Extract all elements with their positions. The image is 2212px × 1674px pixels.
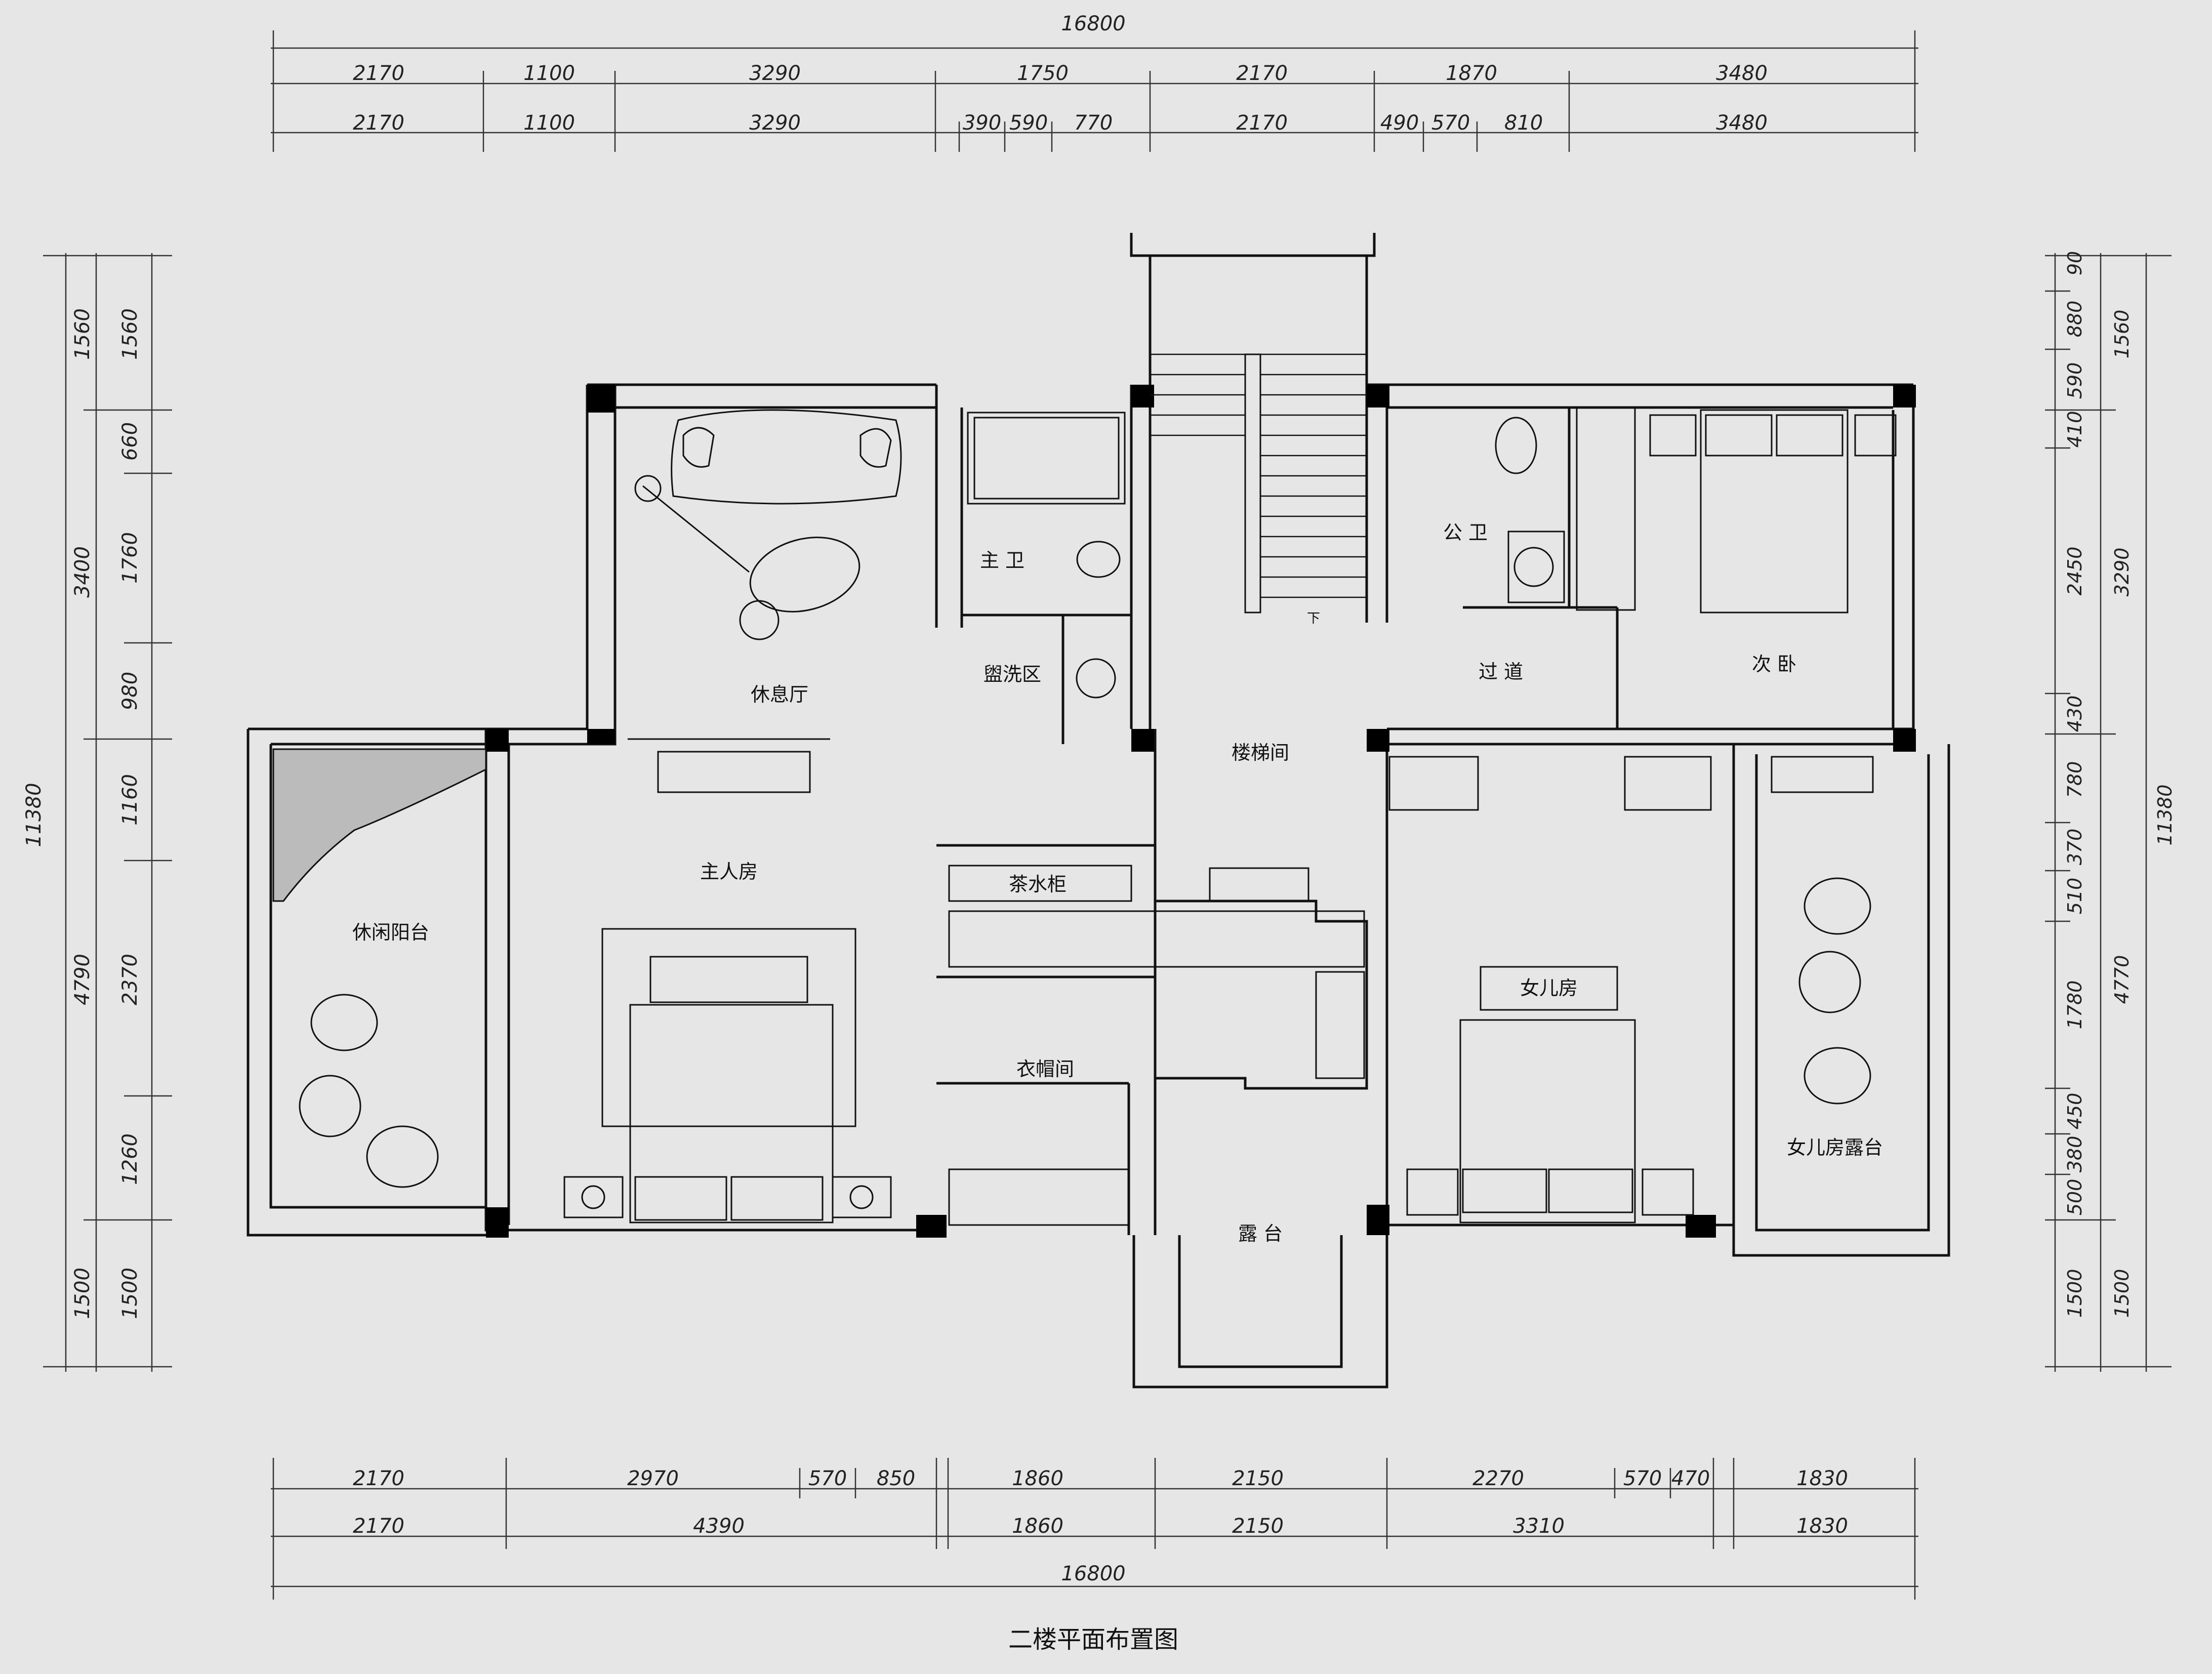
room-label-master-bath: 主 卫 — [980, 549, 1025, 571]
dim-label: 380 — [2064, 1136, 2086, 1173]
dim-label: 660 — [118, 422, 142, 461]
room-label-tea-cabinet: 茶水柜 — [1009, 873, 1067, 895]
dim-label: 880 — [2064, 301, 2086, 338]
dim-label: 450 — [2064, 1093, 2086, 1130]
stair-down-label: 下 — [1307, 611, 1320, 626]
dim-top-total: 16800 — [1061, 12, 1125, 35]
dim-label: 2170 — [353, 62, 404, 85]
dim-label: 2170 — [1236, 62, 1288, 85]
room-label-leisure-balcony: 休闲阳台 — [352, 921, 429, 944]
dim-label: 3480 — [1716, 111, 1768, 135]
dim-label: 1500 — [2111, 1269, 2133, 1318]
dim-label: 2150 — [1232, 1515, 1284, 1538]
dim-label: 1860 — [1012, 1515, 1063, 1538]
room-label-cloakroom: 衣帽间 — [1016, 1058, 1074, 1080]
dim-label: 3480 — [1716, 62, 1768, 85]
dim-label: 1500 — [118, 1268, 142, 1319]
dim-label: 510 — [2064, 878, 2086, 915]
furniture — [272, 353, 1897, 1226]
dim-label: 590 — [1009, 111, 1048, 135]
dim-label: 780 — [2064, 761, 2086, 798]
dim-label: 3310 — [1513, 1515, 1565, 1538]
room-label-terrace: 露 台 — [1238, 1222, 1283, 1245]
dim-label: 2170 — [353, 1467, 404, 1490]
dim-label: 1100 — [523, 111, 575, 135]
dim-label: 1760 — [118, 532, 142, 584]
dim-label: 570 — [1431, 111, 1470, 135]
room-labels: 休息厅 主 卫 盥洗区 公 卫 过 道 次 卧 楼梯间 主人房 休闲阳台 茶水柜… — [352, 521, 1883, 1245]
dim-label: 4790 — [71, 954, 94, 1005]
dim-label: 2450 — [2064, 547, 2086, 596]
dim-label: 390 — [963, 111, 1001, 135]
room-label-public-bath: 公 卫 — [1443, 521, 1488, 544]
dim-label: 410 — [2064, 411, 2086, 448]
dim-label: 3400 — [71, 546, 94, 598]
dim-label: 470 — [1671, 1467, 1710, 1490]
room-label-master-room: 主人房 — [700, 861, 758, 883]
dim-label: 590 — [2064, 362, 2086, 399]
dim-label: 1500 — [2064, 1269, 2086, 1318]
dim-label: 3290 — [2111, 548, 2133, 597]
dim-label: 2170 — [353, 1515, 404, 1538]
room-label-daughter-terrace: 女儿房露台 — [1787, 1136, 1883, 1159]
dimension-text-top: 16800 2170 1100 3290 1750 2170 1870 3480… — [353, 12, 1768, 135]
dim-label: 770 — [1074, 111, 1113, 135]
room-label-wash: 盥洗区 — [984, 663, 1041, 685]
room-label-corridor: 过 道 — [1479, 661, 1523, 683]
room-label-daughter-room: 女儿房 — [1520, 977, 1578, 999]
dim-label: 1750 — [1017, 62, 1069, 85]
dimension-text-left: 1560 3400 11380 4790 1500 1560 660 1760 … — [22, 308, 142, 1319]
drawing-title: 二楼平面布置图 — [1008, 1625, 1178, 1654]
dim-label: 500 — [2064, 1179, 2086, 1216]
dim-label: 90 — [2064, 251, 2086, 275]
dim-bottom-total: 16800 — [1061, 1562, 1125, 1585]
dim-label: 2170 — [1236, 111, 1288, 135]
dimension-lines — [43, 30, 2172, 1600]
dim-label: 1100 — [523, 62, 575, 85]
dim-label: 2370 — [118, 954, 142, 1005]
dim-label: 1780 — [2064, 981, 2086, 1030]
dim-label: 4390 — [693, 1515, 745, 1538]
dim-label: 4770 — [2111, 955, 2133, 1004]
dim-label: 2150 — [1232, 1467, 1284, 1490]
dimension-text-right: 90 880 590 410 2450 430 780 370 510 1780… — [2064, 251, 2176, 1318]
columns — [486, 385, 1916, 1238]
dim-label: 370 — [2064, 829, 2086, 866]
dim-label: 1560 — [118, 308, 142, 360]
dim-label: 1830 — [1796, 1467, 1848, 1490]
dim-label: 1560 — [71, 308, 94, 360]
dim-label: 11380 — [2154, 785, 2176, 846]
room-label-stair: 楼梯间 — [1232, 742, 1289, 764]
walls — [247, 233, 1950, 1389]
dim-label: 1830 — [1796, 1515, 1848, 1538]
dim-label: 980 — [118, 672, 142, 710]
dim-label: 810 — [1504, 111, 1543, 135]
dim-label: 1160 — [118, 774, 142, 826]
dim-label: 2270 — [1472, 1467, 1524, 1490]
dim-label: 570 — [1623, 1467, 1662, 1490]
dim-label: 430 — [2064, 696, 2086, 732]
dim-label: 1260 — [118, 1133, 142, 1185]
dim-label: 1860 — [1012, 1467, 1063, 1490]
dim-label: 570 — [808, 1467, 847, 1490]
dim-label: 2970 — [627, 1467, 679, 1490]
dim-label: 1870 — [1446, 62, 1497, 85]
dim-label: 1500 — [71, 1268, 94, 1319]
dim-label: 3290 — [749, 111, 801, 135]
dim-label: 490 — [1380, 111, 1419, 135]
dim-label: 11380 — [22, 783, 46, 847]
dim-label: 1560 — [2111, 310, 2133, 359]
room-label-lounge: 休息厅 — [751, 683, 808, 706]
dim-label: 3290 — [749, 62, 801, 85]
room-label-second-bedroom: 次 卧 — [1752, 653, 1796, 675]
dimension-text-bottom: 2170 2970 570 850 1860 2150 2270 570 470… — [353, 1467, 1848, 1585]
dim-label: 2170 — [353, 111, 404, 135]
dim-label: 850 — [877, 1467, 915, 1490]
